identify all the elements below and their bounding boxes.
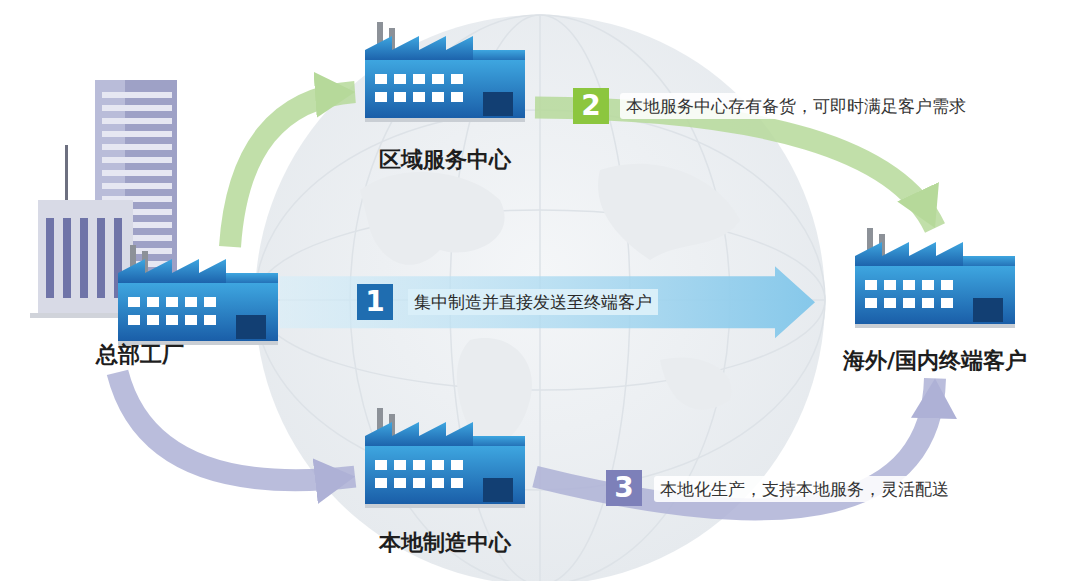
node-label: 区域服务中心	[379, 147, 511, 173]
factory-node: 本地制造中心	[355, 408, 535, 560]
factory-icon	[118, 245, 278, 345]
node-label: 总部工厂	[96, 342, 184, 368]
factory-node: 海外/国内终端客户	[815, 228, 1055, 378]
factory-icon	[365, 22, 525, 122]
flow-band-arrow	[280, 266, 815, 338]
callout-number: 3	[606, 470, 642, 506]
callout-note: 本地服务中心存有备货，可即时满足客户需求	[620, 93, 972, 119]
factory-node: 总部工厂	[30, 80, 280, 372]
callout-number: 1	[357, 284, 393, 320]
callout-note: 本地化生产，支持本地服务，灵活配送	[654, 476, 955, 502]
node-label: 海外/国内终端客户	[843, 348, 1027, 374]
callout-number: 2	[573, 88, 609, 124]
edge-label: 集中制造并直接发送至终端客户	[408, 289, 658, 315]
flow-arc-arrow	[535, 107, 935, 228]
factory-node: 区域服务中心	[355, 22, 535, 177]
node-label: 本地制造中心	[379, 530, 511, 556]
flow-arc-arrow	[230, 92, 355, 247]
factory-icon	[365, 408, 525, 508]
factory-icon	[855, 228, 1015, 328]
flow-arc-arrow	[118, 372, 356, 480]
